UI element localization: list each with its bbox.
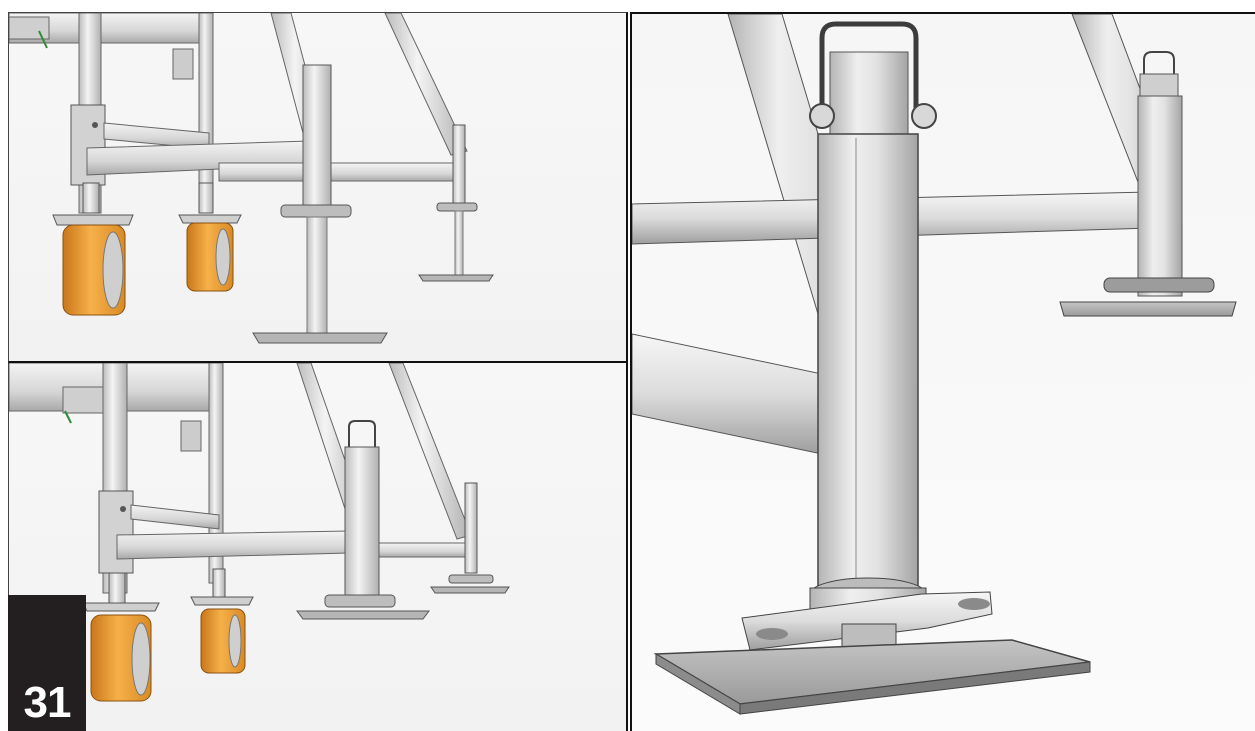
base-plate [430,586,510,594]
step-number: 31 [23,678,72,727]
base-plate [296,610,430,620]
base-plate [252,332,388,344]
leveling-jack-closeup-illustration [632,14,1237,715]
diagonal-brace [388,363,472,540]
horizontal-beam [632,333,823,455]
leveling-jack [302,64,332,216]
step-number-badge: 31 [8,595,86,731]
diagonal-brace [384,13,468,156]
leveling-jack [1137,95,1183,297]
panel-jack-closeup [630,12,1255,731]
leveling-jack [464,482,478,574]
base-plate [418,274,494,282]
pin-handle [819,21,919,124]
leveling-jack [817,133,919,589]
frame-illustration-lowered [9,13,494,344]
panel-jacks-lowered [8,12,628,363]
frame-illustration-raised [9,363,510,702]
leveling-jack [452,124,466,206]
leveling-jack [344,446,380,598]
horizontal-beam [116,530,350,560]
panel-jacks-raised [8,363,628,731]
base-plate [1059,301,1237,317]
